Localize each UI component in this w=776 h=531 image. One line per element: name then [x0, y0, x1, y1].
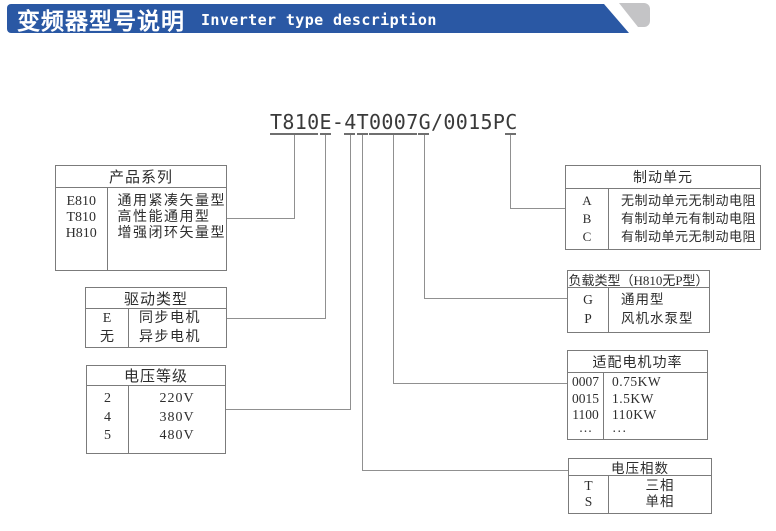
desc-cell: 通用型	[621, 292, 665, 307]
table-load-type-title: 负载类型（H810无P型）	[568, 272, 709, 288]
header-banner: 变频器型号说明 Inverter type description	[7, 3, 667, 33]
desc-cell: 同步电机	[139, 311, 201, 326]
model-underline-4	[344, 133, 355, 135]
code-cell: 4	[104, 409, 111, 425]
model-number: T810E-4T0007G/0015PC	[270, 110, 518, 134]
model-underline-e	[320, 133, 331, 135]
model-underline-c	[505, 133, 516, 135]
code-cell: 1100	[572, 407, 599, 422]
page-title-en: Inverter type description	[201, 10, 437, 29]
code-cell: T	[584, 478, 593, 493]
code-cell: 无	[100, 329, 114, 345]
code-cell: 0007	[572, 374, 599, 389]
connector-4-horizontal	[225, 409, 351, 410]
connector-c-horizontal	[510, 208, 566, 209]
banner-bar: 变频器型号说明 Inverter type description	[7, 4, 629, 33]
desc-cell: 0.75KW	[612, 374, 662, 389]
connector-g-horizontal	[424, 298, 568, 299]
model-underline-t	[357, 133, 368, 135]
code-cell: T810	[66, 210, 97, 225]
connector-t810-horizontal	[226, 218, 295, 219]
desc-cell: 风机水泵型	[621, 311, 694, 326]
desc-cell: 220V	[159, 391, 195, 406]
code-cell: A	[582, 193, 592, 208]
connector-t810-vertical	[294, 135, 295, 218]
table-drive-type: 驱动类型 E 无 同步电机 异步电机	[85, 287, 227, 348]
code-cell: H810	[65, 226, 97, 241]
table-voltage-phase: 电压相数 T S 三相 单相	[568, 458, 712, 514]
desc-cell: ···	[612, 423, 627, 439]
code-cell: E	[102, 311, 112, 326]
connector-0007-horizontal	[393, 383, 568, 384]
table-load-type: 负载类型（H810无P型） G P 通用型 风机水泵型	[567, 270, 710, 333]
code-cell: B	[582, 211, 592, 226]
desc-cell: 异步电机	[139, 329, 201, 345]
connector-e-horizontal	[226, 318, 326, 319]
desc-cell: 增强闭环矢量型	[117, 226, 226, 241]
desc-cell: 通用紧凑矢量型	[117, 194, 226, 209]
desc-cell: 有制动单元无制动电阻	[621, 229, 757, 244]
code-cell: 2	[104, 391, 111, 406]
table-drive-type-title: 驱动类型	[86, 288, 226, 309]
table-braking-unit: 制动单元 A B C 无制动单元无制动电阻 有制动单元有制动电阻 有制动单元无制…	[565, 165, 761, 250]
connector-e-vertical	[325, 135, 326, 318]
table-braking-unit-title: 制动单元	[566, 166, 760, 189]
desc-cell: 480V	[159, 428, 195, 443]
connector-0007-vertical	[393, 135, 394, 383]
table-motor-power: 适配电机功率 0007 0015 1100 ··· 0.75KW 1.5KW 1…	[567, 350, 708, 440]
desc-cell: 380V	[159, 409, 195, 425]
code-cell: 0015	[572, 390, 599, 406]
code-cell: S	[584, 493, 593, 509]
table-voltage-phase-title: 电压相数	[569, 459, 711, 476]
connector-t-horizontal	[362, 470, 569, 471]
table-voltage-level: 电压等级 2 4 5 220V 380V 480V	[86, 365, 226, 454]
code-cell: 5	[104, 428, 111, 443]
connector-c-vertical	[510, 135, 511, 208]
desc-cell: 三相	[645, 478, 675, 493]
page-title-zh: 变频器型号说明	[17, 7, 185, 34]
desc-cell: 有制动单元有制动电阻	[621, 211, 757, 226]
code-cell: G	[583, 292, 593, 307]
desc-cell: 无制动单元无制动电阻	[621, 193, 757, 208]
model-underline-t810	[270, 133, 318, 135]
desc-cell: 110KW	[612, 407, 657, 422]
desc-cell: 1.5KW	[612, 390, 654, 406]
code-cell: E810	[66, 194, 97, 209]
desc-cell: 高性能通用型	[117, 210, 211, 225]
table-motor-power-title: 适配电机功率	[568, 351, 707, 373]
code-cell: C	[582, 229, 592, 244]
table-product-series-title: 产品系列	[56, 166, 226, 188]
connector-g-vertical	[424, 135, 425, 298]
model-underline-g	[418, 133, 429, 135]
connector-t-vertical	[362, 135, 363, 470]
code-cell: ···	[578, 423, 593, 439]
code-cell: P	[584, 311, 592, 326]
connector-4-vertical	[350, 135, 351, 409]
model-underline-0007	[369, 133, 417, 135]
desc-cell: 单相	[645, 493, 675, 509]
table-product-series: 产品系列 E810 T810 H810 通用紧凑矢量型 高性能通用型 增强闭环矢…	[55, 165, 227, 271]
table-voltage-level-title: 电压等级	[87, 366, 225, 386]
